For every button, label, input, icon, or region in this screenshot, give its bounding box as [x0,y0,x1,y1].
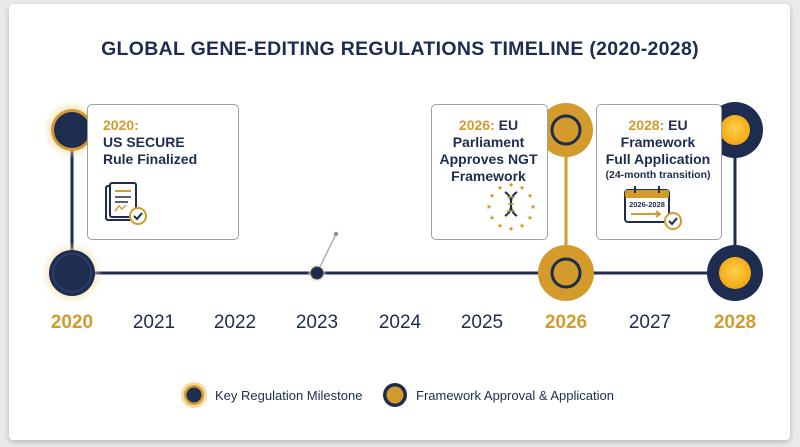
year-label-2026: 2026 [544,312,588,333]
event-line: EU [668,117,688,133]
svg-text:★: ★ [489,214,495,222]
document-check-icon [105,182,147,225]
year-label-2027: 2027 [628,312,672,333]
marker-2023 [310,266,324,280]
year-label-2020: 2020 [50,312,94,333]
svg-text:★: ★ [497,222,503,230]
marker-2020-axis [52,253,92,293]
marker-2026-top [550,114,582,146]
legend-framework-icon [383,383,407,407]
event-text-2028: 2028: EU Framework Full Application (24-… [596,117,720,182]
svg-text:★: ★ [527,192,533,200]
svg-text:★: ★ [527,214,533,222]
event-line: Full Application [605,151,711,167]
event-box-2020 [87,104,239,240]
page-title: GLOBAL GENE-EDITING REGULATIONS TIMELINE… [101,38,699,60]
event-subtext: (24-month transition) [605,169,711,181]
year-label-2024: 2024 [378,312,422,333]
year-label-2023: 2023 [295,312,339,333]
marker-2020-top [54,112,90,148]
event-line: Framework [620,134,696,150]
year-label-2021: 2021 [132,312,176,333]
event-line: Parliament [452,134,525,150]
event-text-2026: 2026: EU Parliament Approves NGT Framewo… [431,117,546,185]
marker-2026-axis [550,257,582,289]
eu-dna-icon: ★ ★ ★ ★ ★ ★ ★ ★ ★ ★ ★ ★ [486,181,536,233]
svg-text:★: ★ [486,203,492,211]
event-line: Rule Finalized [103,151,198,167]
event-box-2026 [431,104,548,240]
pin-head-2023 [333,231,339,237]
svg-text:★: ★ [497,184,503,192]
calendar-icon: 2026-2028 [624,186,682,230]
legend-label: Framework Approval & Application [416,388,614,403]
year-label-2028: 2028 [713,312,757,333]
svg-text:★: ★ [489,192,495,200]
year-label-2025: 2025 [460,312,504,333]
event-line: Framework [451,168,526,184]
svg-text:★: ★ [508,181,514,189]
marker-2028-axis [719,257,751,289]
svg-text:★: ★ [530,203,536,211]
event-line: Approves NGT [439,151,538,167]
event-text-2020: 2020: US SECURE Rule Finalized [103,117,197,168]
event-year-2020: 2020: [103,117,139,133]
event-year-2026: 2026: [458,117,495,133]
event-year-2028: 2028: [628,117,665,133]
legend-label: Key Regulation Milestone [215,388,363,403]
legend-milestone-icon [181,382,207,408]
svg-text:★: ★ [508,225,514,233]
calendar-range-text: 2026-2028 [629,200,665,209]
svg-text:★: ★ [519,184,525,192]
year-label-2022: 2022 [213,312,257,333]
svg-text:★: ★ [519,222,525,230]
event-line: EU [498,117,519,133]
event-line: US SECURE [103,134,185,150]
marker-2028-top [720,115,750,145]
